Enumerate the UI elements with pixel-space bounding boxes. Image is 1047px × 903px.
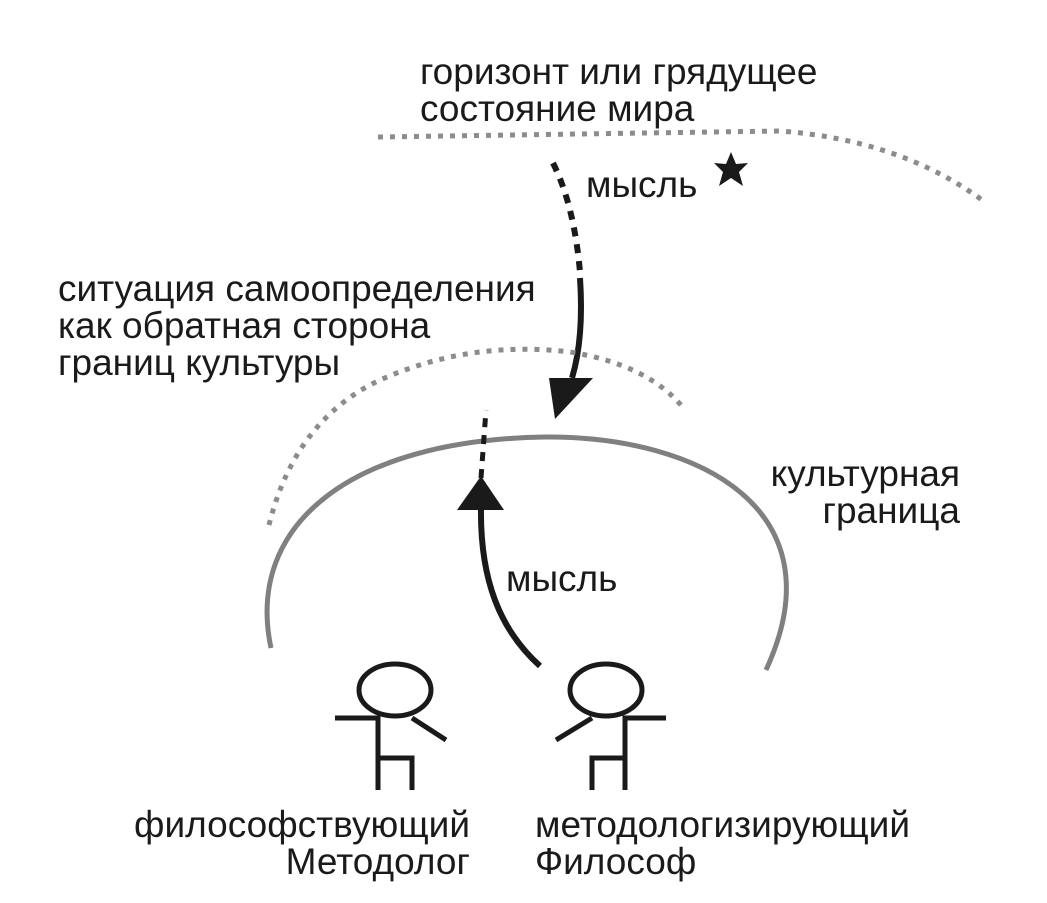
horizon-dotted-line (377, 128, 984, 203)
person-icon (335, 661, 448, 790)
horizon-label-line1: горизонт или грядущее (420, 51, 818, 92)
thought-label-bottom-text: мысль (506, 558, 618, 599)
thought-arrow-bottom-dotted (478, 409, 489, 479)
cultural-boundary-line1: культурная (770, 453, 960, 494)
person-icon (554, 661, 666, 790)
philosopher-line1: методологизирующий (535, 804, 911, 845)
thought-arrow-top-head (549, 378, 593, 419)
thought-arrow-top-solid (569, 277, 584, 379)
thought-label-top: мысль (586, 166, 697, 203)
methodologist-line2: Методолог (285, 841, 470, 882)
cultural-boundary-label: культурная граница (740, 455, 960, 529)
horizon-label: горизонт или грядущее состояние мира (420, 53, 817, 127)
thought-arrow-bottom-head (457, 476, 504, 510)
thought-arrow-bottom-solid (477, 507, 543, 669)
cultural-boundary-line2: граница (822, 490, 960, 531)
star-icon (714, 152, 748, 186)
self-determination-dotted-arc (266, 346, 687, 526)
thought-arrow-top-dotted (550, 161, 583, 273)
thought-label-top-text: мысль (586, 164, 698, 205)
methodologist-line1: философствующий (134, 804, 470, 845)
philosopher-label: методологизирующий Философ (535, 806, 910, 880)
self-determination-line1: ситуация самоопределения (58, 268, 536, 309)
horizon-label-line2: состояние мира (420, 88, 695, 129)
self-determination-label: ситуация самоопределения как обратная ст… (58, 270, 536, 381)
cultural-boundary-arc (264, 434, 789, 672)
philosopher-line2: Философ (535, 841, 697, 882)
thought-label-bottom: мысль (506, 560, 617, 597)
self-determination-line2: как обратная сторона (58, 305, 431, 346)
methodologist-label: философствующий Методолог (60, 806, 470, 880)
self-determination-line3: границ культуры (58, 342, 341, 383)
